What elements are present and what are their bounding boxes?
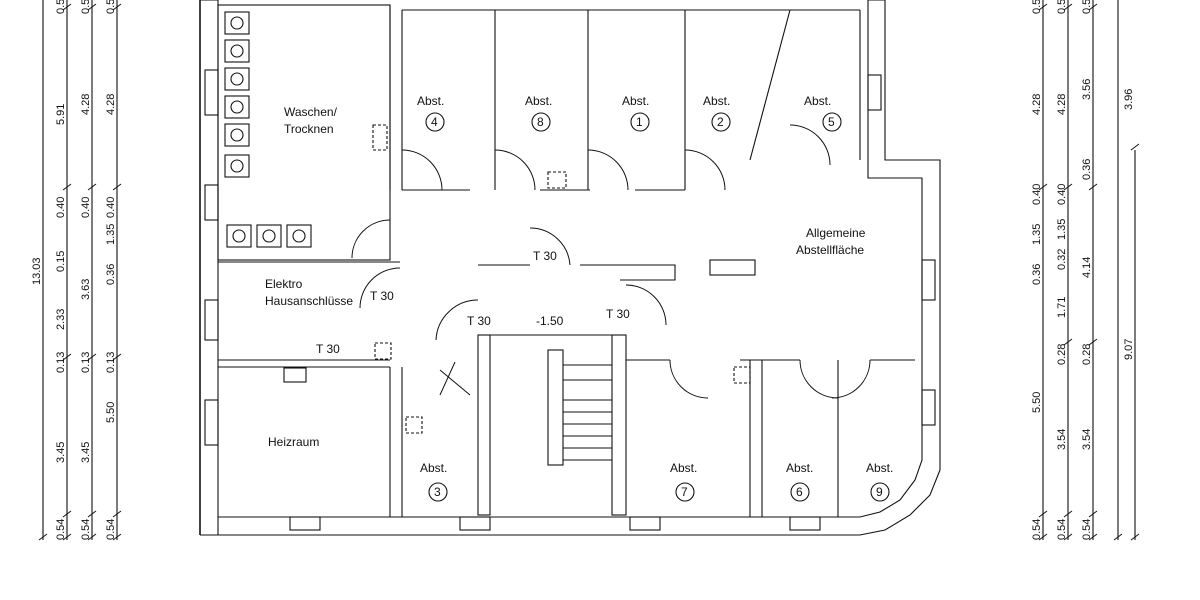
dim-value: 0.40: [105, 197, 117, 218]
interior-walls: [217, 4, 915, 517]
room-elektro-label-2: Hausanschlüsse: [265, 294, 353, 308]
dimension-lines-left: [42, 0, 118, 540]
outer-walls: [199, 0, 941, 536]
dim-value: 0.28: [1081, 344, 1093, 365]
room-allgemeine-label-1: Allgemeine: [806, 226, 866, 240]
dim-value: 1.35: [1056, 219, 1068, 240]
storage-label: Abst.: [866, 461, 893, 475]
dim-value: 0.40: [1031, 184, 1043, 205]
storage-label: Abst.: [525, 94, 552, 108]
storage-number: 6: [796, 485, 803, 499]
dim-value: 4.28: [1031, 94, 1043, 115]
room-labels: Waschen/ Trocknen Elektro Hausanschlüsse…: [265, 105, 866, 449]
dim-value: 4.28: [1056, 94, 1068, 115]
washing-machines: [224, 11, 312, 248]
dim-total: 9.07: [1123, 339, 1135, 360]
dim-value: 0.36: [1031, 264, 1043, 285]
fire-door-label: T 30: [370, 289, 394, 303]
dim-value: 4.28: [80, 94, 92, 115]
dim-value: 1.71: [1056, 297, 1068, 318]
dim-value: 5.50: [1031, 392, 1043, 413]
dimension-lines-right: [1042, 0, 1136, 540]
storage-label: Abst.: [420, 461, 447, 475]
dim-value: 3.63: [80, 279, 92, 300]
dim-value: 5.50: [105, 402, 117, 423]
storage-label: Abst.: [670, 461, 697, 475]
dim-total: 13.03: [31, 257, 43, 285]
dim-value: 5.91: [55, 104, 67, 125]
fire-door-label: T 30: [606, 307, 630, 321]
room-allgemeine-label-2: Abstellfläche: [796, 243, 864, 257]
dim-value: 0.54: [55, 519, 67, 540]
storage-label: Abst.: [417, 94, 444, 108]
dim-value: 0.54: [105, 519, 117, 540]
dimension-text-left: 13.03 0.54 3.45 0.13 2.33 0.15 0.40 5.91…: [31, 0, 117, 540]
dim-value: 3.54: [1081, 429, 1093, 450]
storage-label: Abst.: [622, 94, 649, 108]
dim-value: 0.36: [1081, 159, 1093, 180]
room-waschen-label-1: Waschen/: [284, 105, 338, 119]
door-swings: [351, 124, 871, 399]
dim-value: 0.54: [80, 0, 92, 14]
dim-value: 0.54: [55, 0, 67, 14]
room-heizraum-label: Heizraum: [268, 435, 319, 449]
storage-number: 3: [434, 485, 441, 499]
dim-value: 0.54: [80, 519, 92, 540]
dim-value: 4.14: [1081, 257, 1093, 278]
dim-value: 1.35: [105, 224, 117, 245]
dimension-ticks: [38, 3, 1140, 541]
storage-number: 7: [681, 485, 688, 499]
dim-value: 0.13: [55, 352, 67, 373]
dim-value: 1.35: [1031, 224, 1043, 245]
dim-value: 0.15: [55, 251, 67, 272]
dim-value: 3.45: [80, 442, 92, 463]
storage-number: 5: [828, 115, 835, 129]
storage-label: Abst.: [786, 461, 813, 475]
room-elektro-label-1: Elektro: [265, 277, 303, 291]
dim-value: 0.28: [1056, 344, 1068, 365]
storage-number: 4: [431, 115, 438, 129]
dim-value: 0.54: [105, 0, 117, 14]
fire-door-label: T 30: [533, 249, 557, 263]
dim-value: 0.54: [1056, 519, 1068, 540]
storage-number: 1: [636, 115, 643, 129]
room-waschen-label-2: Trocknen: [284, 122, 334, 136]
dim-value: 3.54: [1056, 429, 1068, 450]
storage-label: Abst.: [703, 94, 730, 108]
dim-value: 0.54: [1081, 519, 1093, 540]
storage-number: 9: [876, 485, 883, 499]
storage-label: Abst.: [804, 94, 831, 108]
dim-value: 0.40: [1056, 184, 1068, 205]
dim-value: 0.13: [105, 352, 117, 373]
dimension-text-right: 0.54 5.50 0.36 1.35 0.40 4.28 0.54 0.54 …: [1031, 0, 1135, 540]
dim-value: 0.40: [80, 197, 92, 218]
dim-value: 0.54: [1056, 0, 1068, 14]
fire-door-labels: T 30 T 30 T 30 T 30 T 30: [316, 249, 630, 356]
fire-door-label: T 30: [467, 314, 491, 328]
dim-value: 3.56: [1081, 79, 1093, 100]
storage-number: 2: [717, 115, 724, 129]
dim-value: 0.13: [80, 352, 92, 373]
level-label: -1.50: [536, 314, 564, 328]
storage-number: 8: [537, 115, 544, 129]
dim-total: 3.96: [1123, 89, 1135, 110]
storage-units: Abst. 4 Abst. 8 Abst. 1 Abst. 2 Abst. 5 …: [417, 94, 893, 502]
dim-value: 2.33: [55, 309, 67, 330]
dim-value: 0.36: [105, 264, 117, 285]
dim-value: 0.40: [55, 197, 67, 218]
dim-value: 3.45: [55, 442, 67, 463]
dim-value: 0.54: [1031, 519, 1043, 540]
fixtures: [283, 124, 751, 434]
dim-value: 4.28: [105, 94, 117, 115]
dim-value: 0.54: [1031, 0, 1043, 14]
fire-door-label: T 30: [316, 342, 340, 356]
dim-value: 0.54: [1081, 0, 1093, 14]
dim-value: 0.32: [1056, 249, 1068, 270]
